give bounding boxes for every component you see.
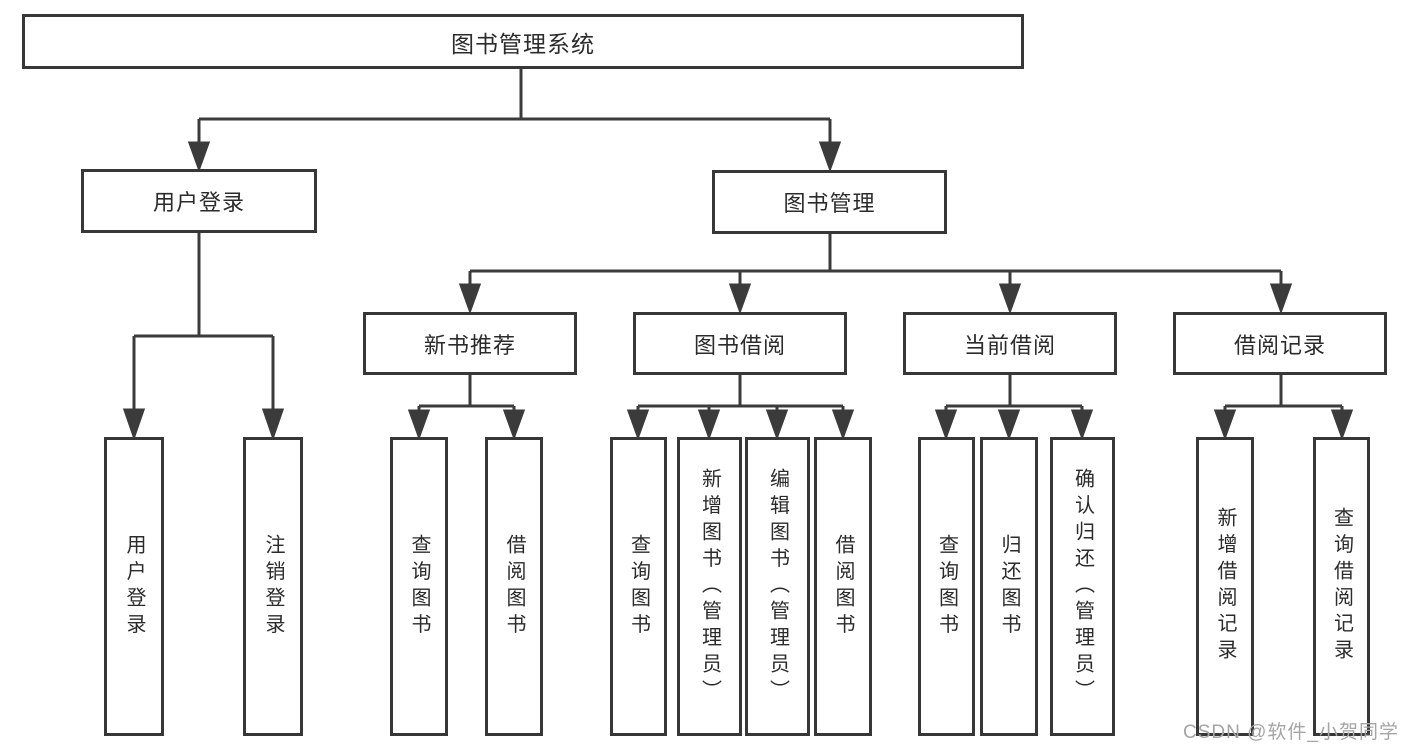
node-borrow-records: 借阅记录 [1173, 312, 1387, 375]
arrow-down-icon [1213, 409, 1237, 441]
leaf-edit-book-admin: 编辑图书（管理员） [745, 437, 810, 736]
arrow-down-icon [697, 409, 721, 441]
arrow-down-icon [458, 283, 482, 315]
node-label: 新书推荐 [423, 332, 516, 358]
leaf-label: 查询图书 [627, 533, 650, 640]
leaf-borrow-book: 借阅图书 [814, 437, 872, 736]
leaf-query-book-borrow: 查询图书 [610, 437, 667, 736]
leaf-label: 查询图书 [408, 533, 430, 640]
leaf-label: 借阅图书 [503, 533, 525, 640]
node-book-borrow: 图书借阅 [633, 312, 847, 375]
leaf-return-book: 归还图书 [980, 437, 1038, 736]
connector-current-borrow [934, 375, 1094, 441]
node-new-book-recommend: 新书推荐 [363, 312, 577, 375]
leaf-label: 用户登录 [123, 533, 145, 640]
leaf-label: 新增图书（管理员） [698, 467, 721, 706]
arrow-down-icon [818, 141, 842, 173]
watermark: CSDN @软件_小贺同学 [1183, 722, 1399, 743]
node-user-login: 用户登录 [81, 169, 317, 233]
leaf-label: 确认归还（管理员） [1071, 467, 1094, 706]
leaf-label: 归还图书 [998, 533, 1020, 640]
leaf-confirm-return-admin: 确认归还（管理员） [1050, 437, 1115, 736]
leaf-label: 编辑图书（管理员） [766, 467, 789, 706]
arrow-down-icon [1070, 409, 1094, 441]
arrow-down-icon [997, 409, 1021, 441]
arrow-down-icon [765, 409, 789, 441]
connector-borrow-records [1213, 375, 1354, 441]
leaf-label: 借阅图书 [832, 533, 854, 640]
node-root-label: 图书管理系统 [451, 30, 595, 57]
node-book-management: 图书管理 [712, 170, 947, 234]
leaf-label: 注销登录 [262, 533, 284, 640]
connector-new-book [407, 375, 526, 441]
arrow-down-icon [187, 141, 211, 173]
arrow-down-icon [261, 408, 285, 441]
node-label: 借阅记录 [1233, 332, 1326, 358]
node-root: 图书管理系统 [22, 14, 1024, 69]
node-label: 图书管理 [783, 191, 876, 216]
arrow-down-icon [998, 283, 1022, 315]
arrow-down-icon [407, 409, 431, 441]
leaf-label: 查询借阅记录 [1330, 507, 1353, 666]
arrow-down-icon [934, 409, 958, 441]
connector-root [187, 69, 842, 173]
connector-user-login [122, 232, 285, 441]
leaf-user-login: 用户登录 [104, 437, 164, 736]
arrow-down-icon [502, 409, 526, 441]
leaf-query-book-recommend: 查询图书 [390, 437, 448, 736]
node-current-borrow: 当前借阅 [903, 312, 1117, 375]
arrow-down-icon [728, 283, 752, 315]
leaf-label: 查询图书 [935, 533, 958, 640]
arrow-down-icon [1269, 283, 1293, 315]
leaf-logout: 注销登录 [243, 437, 303, 736]
arrow-down-icon [626, 409, 650, 441]
leaf-add-book-admin: 新增图书（管理员） [677, 437, 742, 736]
leaf-query-borrow-record: 查询借阅记录 [1313, 437, 1370, 736]
connector-book-borrow [626, 375, 855, 441]
leaf-borrow-book-recommend: 借阅图书 [485, 437, 543, 736]
node-label: 用户登录 [152, 190, 245, 215]
node-label: 图书借阅 [693, 332, 786, 358]
leaf-query-book-current: 查询图书 [918, 437, 975, 736]
connector-book-management [458, 234, 1293, 315]
node-label: 当前借阅 [963, 332, 1056, 358]
leaf-add-borrow-record: 新增借阅记录 [1196, 437, 1254, 736]
arrow-down-icon [831, 409, 855, 441]
arrow-down-icon [122, 408, 146, 441]
arrow-down-icon [1330, 409, 1354, 441]
leaf-label: 新增借阅记录 [1214, 507, 1236, 666]
